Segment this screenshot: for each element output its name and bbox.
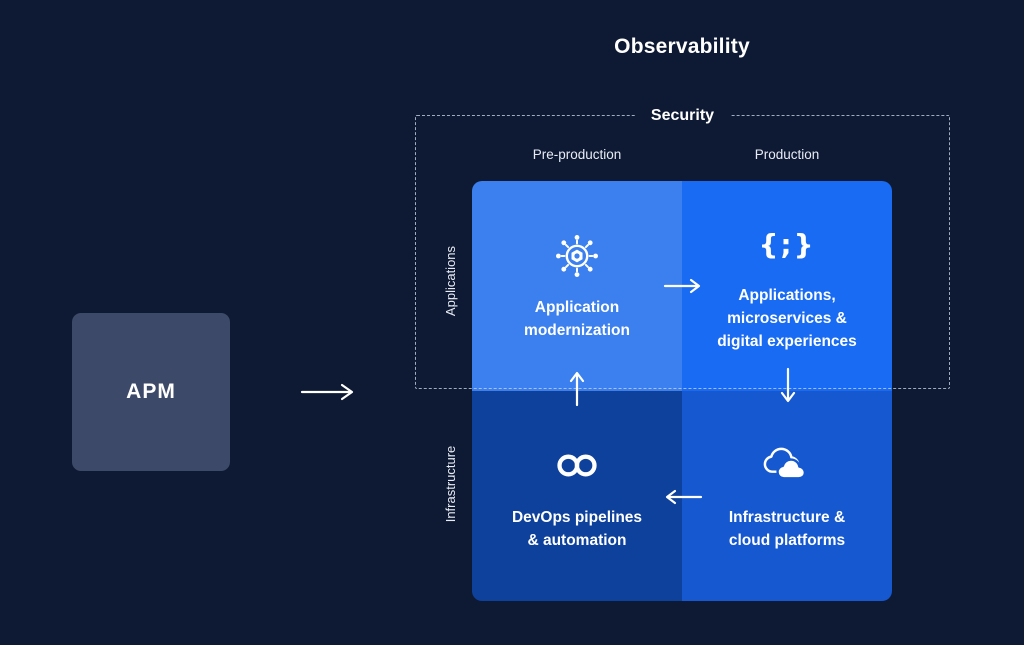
quadrant-label: Infrastructure & cloud platforms: [728, 508, 846, 549]
column-label-pre-production: Pre-production: [532, 147, 622, 162]
row-label-infrastructure: Infrastructure: [443, 445, 458, 523]
quadrant-label: Applications, microservices & digital ex…: [717, 287, 857, 350]
code-braces-icon: {;}: [758, 227, 816, 261]
quadrant-application-modernization: Application modernization: [472, 181, 682, 391]
page-title: Observability: [614, 35, 750, 58]
quadrant-label: Application modernization: [524, 298, 630, 339]
cloud-icon: [761, 441, 813, 491]
right-arrow-icon: [663, 278, 701, 294]
security-label: Security: [634, 106, 731, 126]
quadrant-label: DevOps pipelines & automation: [511, 508, 643, 549]
up-arrow-icon: [569, 371, 585, 407]
column-label-production: Production: [754, 147, 820, 162]
observability-matrix: Application modernization {;} Applicatio…: [472, 181, 892, 601]
apm-box: APM: [72, 313, 230, 471]
quadrant-devops-pipelines: DevOps pipelines & automation: [472, 391, 682, 601]
hub-modernization-icon: [552, 231, 602, 281]
apm-label: APM: [126, 380, 176, 403]
right-arrow-icon: [300, 383, 354, 401]
left-arrow-icon: [665, 489, 703, 505]
quadrant-infrastructure-cloud: Infrastructure & cloud platforms: [682, 391, 892, 601]
infinity-icon: [554, 441, 600, 491]
down-arrow-icon: [780, 367, 796, 403]
row-label-applications: Applications: [443, 245, 458, 317]
quadrant-applications-microservices: {;} Applications, microservices & digita…: [682, 181, 892, 391]
